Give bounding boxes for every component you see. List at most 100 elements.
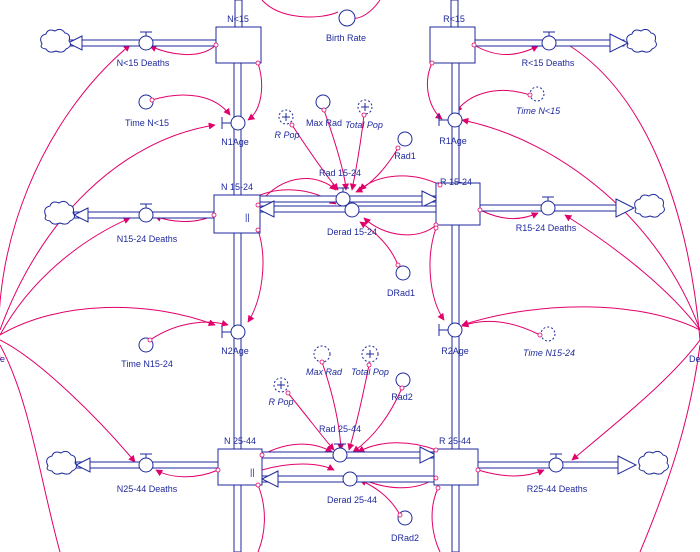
aux-rad2[interactable] — [395, 372, 411, 388]
link-left-to-n2age — [0, 306, 216, 336]
labels: N<15 R<15 N 15-24 R 15-24 N 25-44 R 25-4… — [0, 14, 700, 543]
link-r2544-down — [431, 487, 441, 552]
aux-max-rad-1[interactable] — [315, 94, 331, 110]
stock-r-15-24[interactable] — [435, 182, 481, 226]
arrowhead-n2544-deaths — [74, 457, 91, 473]
stock-r-lt15[interactable] — [429, 26, 476, 64]
label-r-lt15: R<15 — [443, 14, 465, 24]
label-n-15-24: N 15-24 — [221, 182, 253, 192]
stock-n-25-44-marker: || — [250, 467, 255, 477]
valve-rad-1524[interactable] — [335, 187, 351, 207]
link-n2544-down — [257, 484, 265, 552]
label-drad1: DRad1 — [387, 288, 415, 298]
cloud-rlt15 — [626, 28, 657, 53]
link-timenlt15-n1age — [151, 94, 231, 116]
label-total-pop-1: Total Pop — [345, 120, 383, 130]
link-nlt15-deaths — [149, 44, 217, 56]
valve-n1age[interactable] — [221, 115, 246, 131]
arrowhead-n1524-deaths — [72, 207, 89, 223]
link-r2544-deaths — [477, 469, 545, 477]
stock-n-15-24-marker: || — [245, 212, 250, 222]
link-rpop2-rad — [287, 392, 335, 451]
link-n1524-n2age — [247, 229, 264, 323]
label-rad-2544: Rad 25-44 — [319, 424, 361, 434]
link-timenlt15g-r1age — [455, 89, 531, 113]
cloud-r1524 — [634, 193, 665, 218]
valve-nlt15-deaths[interactable] — [138, 31, 154, 51]
link-nlt15-n1age — [247, 62, 263, 121]
stock-n-25-44[interactable] — [217, 448, 263, 486]
stocks: || || — [213, 26, 481, 486]
label-rad2: Rad2 — [391, 392, 413, 402]
pipe-n3age — [233, 484, 242, 552]
link-left-to-nlt15deaths — [0, 44, 131, 360]
stock-n-15-24[interactable] — [213, 194, 261, 234]
aux-drad1[interactable] — [395, 265, 411, 281]
valve-rad-2544[interactable] — [332, 443, 348, 463]
valve-r1524-deaths[interactable] — [540, 196, 556, 216]
link-drad1-derad — [359, 221, 399, 266]
aux-r-pop-2[interactable] — [273, 377, 289, 393]
label-time-nlt15: Time N<15 — [125, 118, 169, 128]
valve-rlt15-deaths[interactable] — [541, 31, 557, 51]
valve-derad-1524[interactable] — [344, 202, 360, 218]
label-rad1: Rad1 — [394, 151, 416, 161]
link-totalpop1-rad — [349, 114, 365, 191]
arrowhead-rlt15-deaths — [609, 33, 630, 53]
label-derad-1524: Derad 15-24 — [327, 227, 377, 237]
link-n2544-rad — [261, 443, 333, 456]
link-rlt15-r1age — [426, 62, 443, 120]
aux-r-pop-1[interactable] — [278, 109, 294, 125]
link-n2544-deaths — [155, 469, 219, 478]
aux-total-pop-2[interactable] — [361, 345, 379, 363]
link-right-to-r1age — [461, 117, 700, 331]
aux-birth-rate[interactable] — [338, 9, 356, 27]
link-left-down — [0, 344, 61, 552]
valve-r2age[interactable] — [438, 322, 463, 338]
valve-r2544-deaths[interactable] — [548, 453, 564, 473]
cloud-nlt15 — [40, 28, 71, 53]
arrowhead-derad-1524 — [256, 200, 275, 218]
cloud-n2544 — [46, 450, 77, 475]
valve-n2544-deaths[interactable] — [138, 453, 154, 473]
aux-total-pop-1[interactable] — [357, 99, 373, 115]
aux-time-n1524-ghost[interactable] — [540, 326, 556, 342]
arrowhead-rad-2544 — [419, 446, 438, 464]
arrowhead-nlt15-deaths — [66, 35, 83, 51]
valve-n1524-deaths[interactable] — [138, 203, 154, 223]
label-max-rad-1: Max Rad — [306, 118, 342, 128]
link-r1524-deaths — [479, 209, 539, 220]
label-total-pop-2: Total Pop — [351, 367, 389, 377]
link-n2544-derad — [261, 463, 335, 471]
valve-derad-2544[interactable] — [342, 471, 358, 487]
label-time-n1524-ghost: Time N15-24 — [523, 348, 575, 358]
link-left-to-n1524deaths — [0, 217, 131, 336]
valve-n2age[interactable] — [221, 324, 246, 340]
link-birth-left — [261, 0, 339, 18]
arrowhead-rad-1524 — [421, 190, 440, 208]
link-right-to-rlt15deaths — [559, 39, 700, 341]
link-totalpop2-rad — [347, 364, 370, 451]
aux-rad1[interactable] — [397, 131, 413, 147]
link-r1524-r2age — [429, 227, 445, 321]
label-max-rad-2: Max Rad — [306, 367, 343, 377]
stock-n-lt15[interactable] — [215, 26, 262, 64]
label-n2544-deaths: N25-44 Deaths — [117, 484, 178, 494]
link-birth-right — [351, 0, 381, 19]
label-n2age: N2Age — [221, 346, 249, 356]
label-r2544-deaths: R25-44 Deaths — [527, 484, 588, 494]
auxiliaries — [138, 9, 556, 526]
link-left-to-n2544deaths — [0, 339, 136, 463]
link-timen1524g-r2age — [461, 320, 541, 336]
link-maxrad1-rad — [323, 109, 350, 191]
valve-r1age[interactable] — [438, 112, 463, 128]
label-drad2: DRad2 — [391, 533, 419, 543]
link-r2544-rad — [357, 442, 437, 453]
cloud-r2544 — [638, 450, 669, 475]
link-dots — [147, 42, 543, 518]
clouds — [40, 28, 669, 475]
arrowhead-r1524-deaths — [615, 198, 636, 218]
label-time-nlt15-ghost: Time N<15 — [516, 106, 561, 116]
stock-r-25-44[interactable] — [433, 448, 479, 486]
